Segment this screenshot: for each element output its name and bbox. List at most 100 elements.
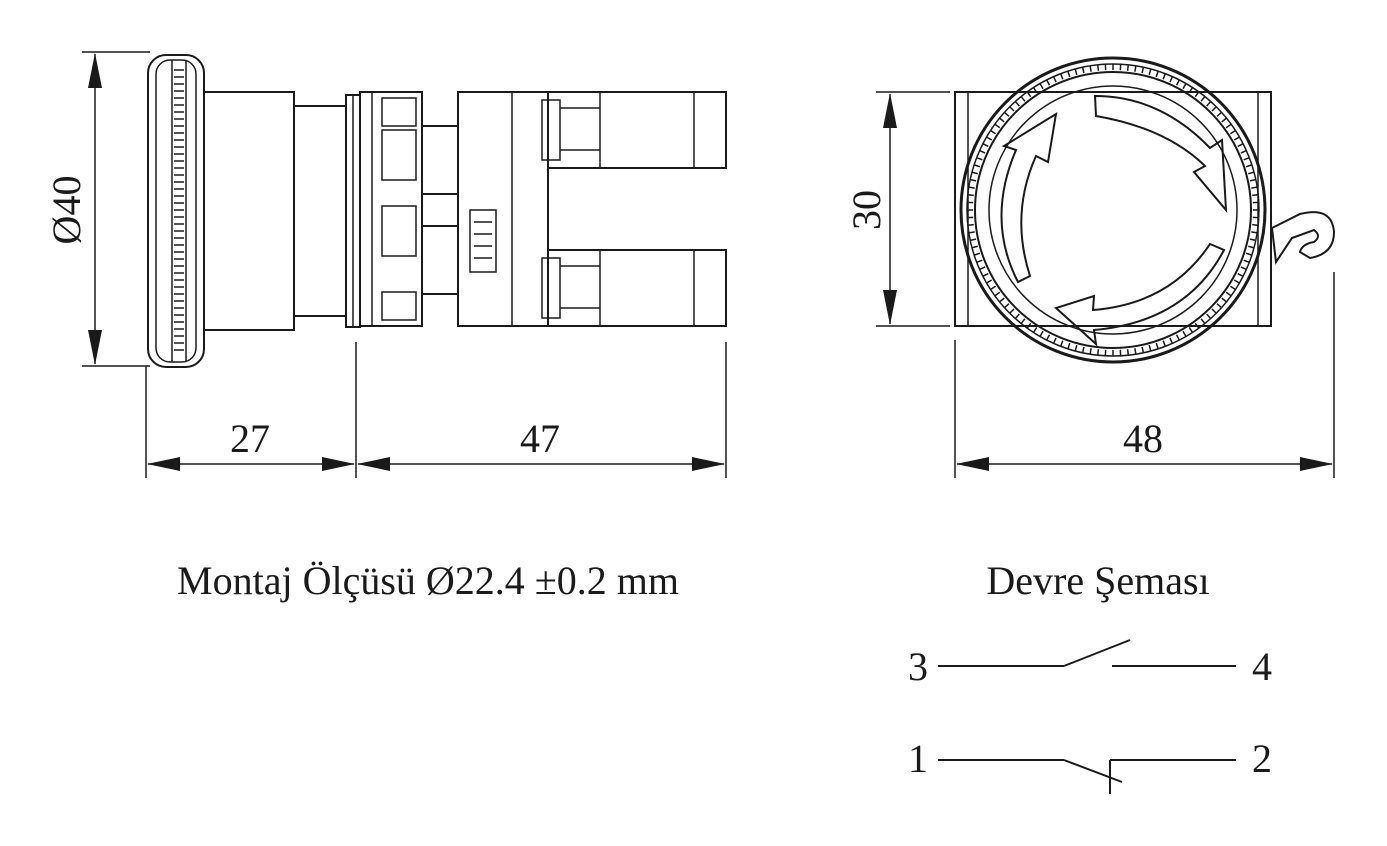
knurl-tick <box>1245 164 1253 168</box>
height-30-label: 30 <box>844 190 889 230</box>
knurl-tick <box>1249 178 1256 182</box>
mounting-caption: Montaj Ölçüsü Ø22.4 ±0.2 mm <box>177 558 679 603</box>
knurl-tick <box>982 143 989 148</box>
knurl-tick <box>967 223 974 227</box>
latch-tab <box>1270 211 1336 265</box>
knurl-tick <box>1074 68 1078 75</box>
knurl-tick <box>1248 245 1255 249</box>
knurl-tick <box>1245 252 1253 256</box>
knurl-tick <box>1096 64 1100 71</box>
knurl-tick <box>1230 285 1236 291</box>
knurl-tick <box>968 231 975 234</box>
mushroom-head <box>147 54 205 368</box>
knurl-tick <box>1237 143 1244 148</box>
side-view: Ø40 27 47 <box>44 51 727 478</box>
knurl-tick <box>1249 238 1256 242</box>
knurl-tick <box>994 291 1001 297</box>
front-view: 30 48 <box>844 56 1336 478</box>
knurl-tick <box>1243 156 1250 161</box>
front-head <box>959 56 1267 364</box>
knurl-tick <box>990 129 996 135</box>
knurl-tick <box>1026 91 1032 98</box>
knurl-tick <box>1148 68 1152 75</box>
terminal-1-label: 1 <box>908 736 928 781</box>
circuit-caption: Devre Şeması <box>986 558 1209 603</box>
knurl-tick <box>970 178 977 182</box>
knurl-tick <box>1221 297 1227 303</box>
knurl-tick <box>968 186 975 189</box>
knurl-tick <box>1194 91 1200 98</box>
knurl-tick <box>1155 342 1159 350</box>
knurl-tick <box>1252 193 1259 197</box>
knurl-tick <box>1089 348 1092 355</box>
knurl-tick <box>1240 266 1247 271</box>
knurl-tick <box>1251 231 1258 234</box>
knurl-tick <box>1252 223 1259 227</box>
knurl-tick <box>1067 70 1071 78</box>
knurl-tick <box>1014 100 1020 107</box>
knurl-tick <box>1046 334 1051 341</box>
knurl-tick <box>1188 327 1194 333</box>
knurl-tick <box>1003 111 1010 117</box>
knurl-tick <box>1032 87 1038 93</box>
button-body <box>203 91 361 331</box>
lock-ring <box>359 91 459 327</box>
knurl-tick <box>1243 259 1250 264</box>
knurl-tick <box>1039 83 1044 90</box>
knurl-tick <box>970 238 977 242</box>
knurl-tick <box>999 117 1005 123</box>
length-dimensions: 27 47 <box>145 342 727 478</box>
knurl-tick <box>979 266 986 271</box>
terminal-3-label: 3 <box>908 644 928 689</box>
knurl-tick <box>1162 340 1167 347</box>
knurl-tick <box>1240 149 1247 154</box>
knurl-tick <box>1200 318 1206 324</box>
knurl-tick <box>1194 322 1200 329</box>
knurl-tick <box>1059 340 1064 347</box>
knurl-tick <box>1014 313 1020 320</box>
knurl-tick <box>1059 73 1064 80</box>
knurl-tick <box>1206 313 1212 320</box>
knurl-tick <box>1126 64 1130 71</box>
knurl-tick <box>1206 100 1212 107</box>
knurl-tick <box>1230 129 1236 135</box>
knurl-tick <box>982 272 989 277</box>
diameter-label: Ø40 <box>44 176 89 245</box>
knurl-tick <box>1248 171 1255 175</box>
knurl-tick <box>971 171 978 175</box>
knurl-tick <box>1052 337 1057 344</box>
knurl-tick <box>1200 96 1206 102</box>
knurl-tick <box>1074 345 1078 352</box>
knurl-tick <box>1134 65 1137 72</box>
width-48-label: 48 <box>1123 416 1163 461</box>
knurl-tick <box>976 156 983 161</box>
knurl-tick <box>1216 111 1223 117</box>
front-body <box>954 91 1272 327</box>
knurl-tick <box>1141 346 1145 353</box>
knurl-tick <box>1089 65 1092 72</box>
knurl-tick <box>1003 303 1010 309</box>
knurl-tick <box>1081 346 1085 353</box>
knurl-tick <box>1155 70 1159 78</box>
knurl-tick <box>1175 334 1180 341</box>
knurl-tick <box>1211 308 1217 314</box>
knurling <box>174 69 184 351</box>
knurl-tick <box>986 279 993 284</box>
knurl-tick <box>1216 303 1223 309</box>
knurl-tick <box>967 193 974 197</box>
knurl-tick <box>1225 291 1232 297</box>
knurl-tick <box>1081 67 1085 74</box>
knurl-tick <box>1225 123 1232 129</box>
knurl-tick <box>1169 76 1174 83</box>
knurl-tick <box>1188 87 1194 93</box>
diameter-dimension: Ø40 <box>44 51 150 367</box>
knurl-tick <box>1039 330 1044 337</box>
no-contact: 3 4 <box>908 639 1272 689</box>
knurl-tick <box>1052 76 1057 83</box>
knurl-tick <box>990 285 996 291</box>
knurl-tick <box>973 164 981 168</box>
knurl-tick <box>1046 79 1051 86</box>
knurl-tick <box>1148 345 1152 352</box>
knurl-tick <box>1182 330 1187 337</box>
knurl-tick <box>999 297 1005 303</box>
